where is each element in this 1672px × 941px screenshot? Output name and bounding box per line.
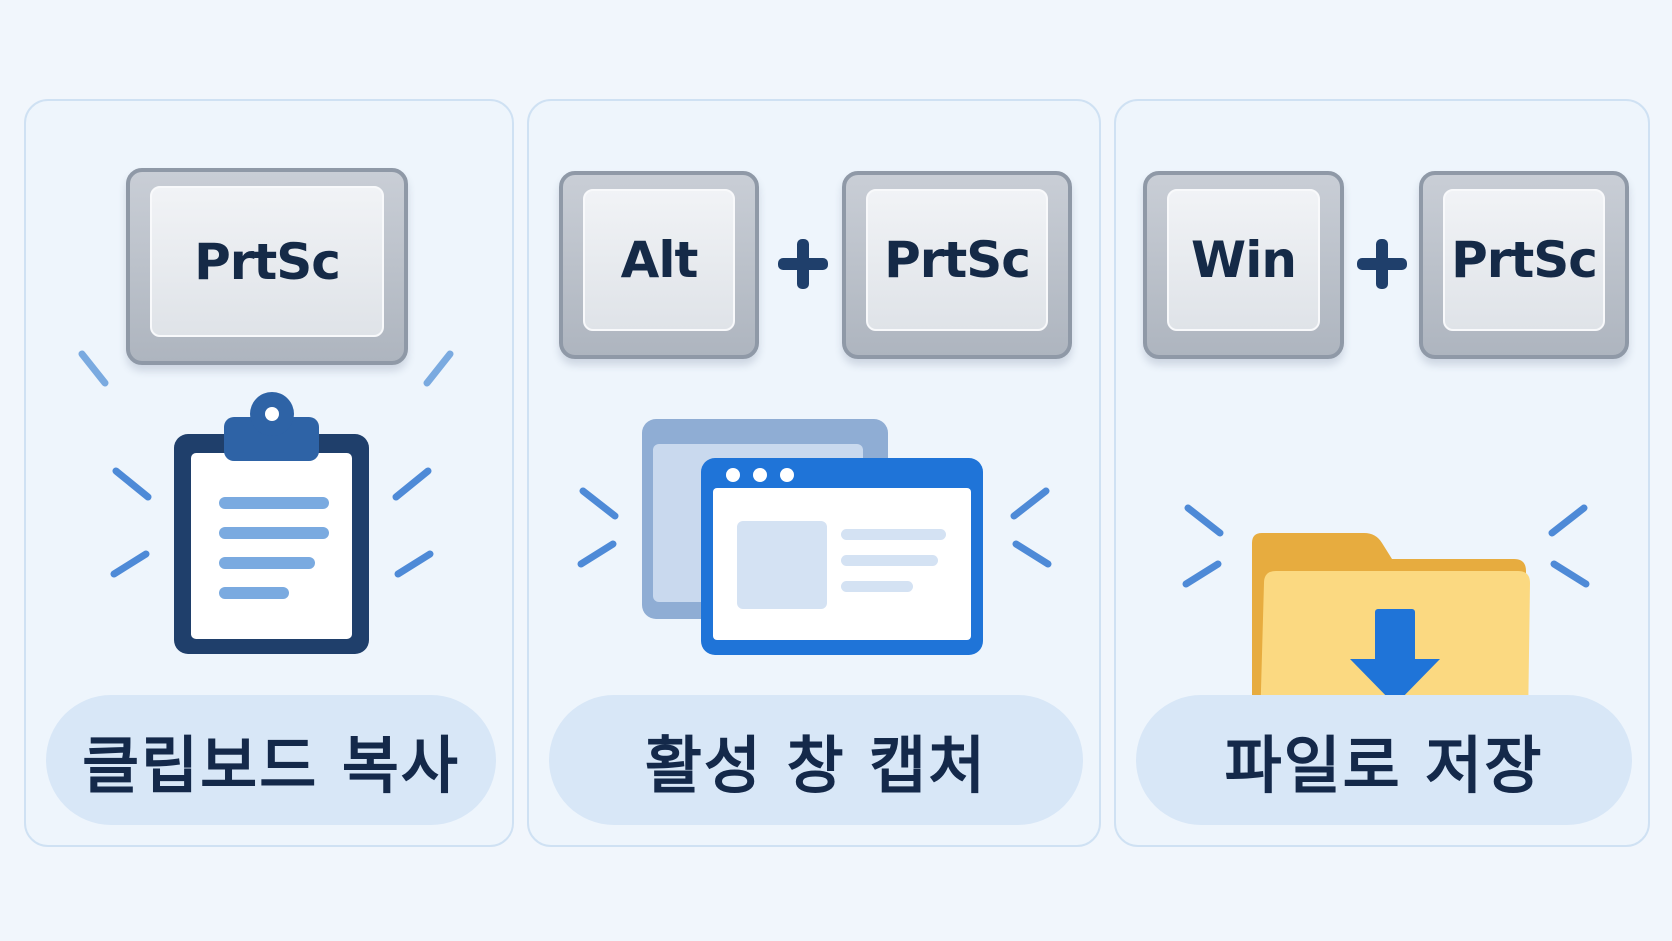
plus-icon	[1357, 239, 1407, 289]
caption-clipboard-copy: 클립보드 복사	[46, 695, 496, 825]
caption-text: 클립보드 복사	[82, 729, 460, 802]
emphasis-lines-icon	[1182, 504, 1590, 588]
key-label-alt: Alt	[620, 231, 699, 289]
prtsc-key: PrtSc	[842, 171, 1072, 359]
panel-clipboard-copy: PrtSc 클립보드 복사	[24, 99, 514, 847]
caption-active-window-capture: 활성 창 캡처	[549, 695, 1083, 825]
plus-icon	[778, 239, 828, 289]
key-label-win: Win	[1191, 231, 1297, 289]
emphasis-lines-icon	[78, 350, 454, 387]
caption-text: 파일로 저장	[1224, 729, 1544, 802]
window-icon	[577, 419, 1052, 655]
prtsc-key: PrtSc	[1419, 171, 1629, 359]
caption-save-to-file: 파일로 저장	[1136, 695, 1632, 825]
caption-text: 활성 창 캡처	[644, 729, 988, 802]
key-label-prtsc: PrtSc	[884, 231, 1031, 289]
key-label-prtsc: PrtSc	[1451, 231, 1598, 289]
clipboard-icon	[110, 392, 434, 654]
alt-key: Alt	[559, 171, 759, 359]
panel-save-to-file: Win PrtSc 파일로 저장	[1114, 99, 1650, 847]
panel-active-window-capture: Alt PrtSc 활성 창 캡처	[527, 99, 1101, 847]
key-label-prtsc: PrtSc	[194, 232, 341, 291]
prtsc-key: PrtSc	[126, 168, 408, 365]
win-key: Win	[1143, 171, 1344, 359]
